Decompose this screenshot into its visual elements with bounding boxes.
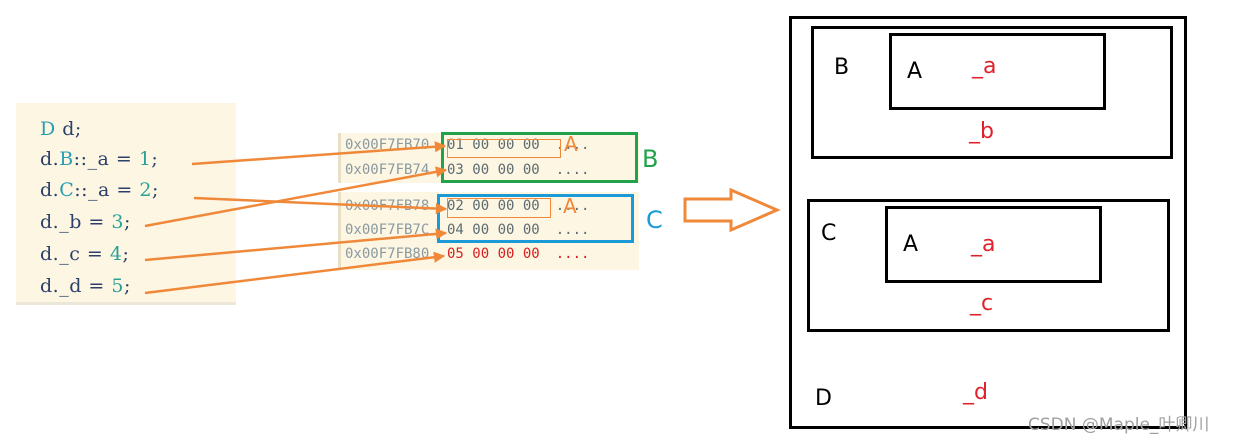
code-token-num: 4 <box>109 243 123 265</box>
code-token-mid: ::_a = <box>74 179 140 201</box>
memory-panel-top <box>338 133 639 183</box>
arrow-d-to-mem <box>144 251 446 295</box>
big-right-arrow-icon <box>683 187 781 233</box>
code-line: d._c = 4; <box>40 243 129 265</box>
group-c-label: C <box>646 206 663 234</box>
code-token-suffix: ; <box>122 243 130 265</box>
code-token-mid: ::_a = <box>73 148 139 170</box>
code-token-mid: _b = <box>59 211 112 233</box>
memory-chars: .... <box>555 246 590 262</box>
box-b-label: B <box>834 55 850 80</box>
memory-chars: .... <box>555 198 590 214</box>
box-d-label: D <box>815 386 832 411</box>
memory-chars: .... <box>555 162 590 178</box>
box-c-label: C <box>821 221 837 246</box>
memory-row: 0x00F7FB7C 04 00 00 00.... <box>345 222 589 238</box>
code-line: d.B::_a = 1; <box>40 148 158 170</box>
code-line: d._b = 3; <box>40 211 131 233</box>
memory-chars: .... <box>555 137 590 153</box>
group-c-box <box>437 194 634 243</box>
memory-address: 0x00F7FB80 <box>345 246 430 262</box>
subobject-b-box <box>811 26 1173 159</box>
subobject-c-box <box>807 199 1170 332</box>
memory-bytes: 03 00 00 00 <box>447 162 540 178</box>
memory-panel-bottom <box>338 192 639 270</box>
code-token-num: 3 <box>111 211 124 233</box>
code-token-prefix: d. <box>40 275 60 297</box>
arrow-b-a-to-mem <box>191 141 447 166</box>
subobject-a-in-b-label: A <box>564 132 578 156</box>
subobject-a-in-b-box <box>447 139 561 158</box>
memory-row: 0x00F7FB74 03 00 00 00.... <box>345 162 589 178</box>
box-b-member: _b <box>969 119 994 144</box>
code-token-suffix: ; <box>123 275 131 297</box>
code-token-kw: D <box>40 118 56 140</box>
code-token-prefix: d. <box>40 179 60 201</box>
box-b-a-member: _a <box>972 54 997 79</box>
memory-bytes: 04 00 00 00 <box>447 222 540 238</box>
box-c-member: _c <box>970 291 994 316</box>
memory-bytes: 05 00 00 00 <box>447 246 540 262</box>
code-token-prefix: d. <box>40 148 60 170</box>
code-token-mid: _c = <box>59 243 110 265</box>
code-token-suffix: ; <box>123 211 131 233</box>
box-b-a-label: A <box>907 59 923 84</box>
box-c-a-member: _a <box>971 232 996 257</box>
code-token-kw: B <box>59 148 74 170</box>
arrow-c-a-to-mem <box>193 196 448 215</box>
subobject-c-a-box <box>885 206 1102 283</box>
code-line: d.C::_a = 2; <box>40 179 159 201</box>
code-token-mid: _d = <box>59 275 112 297</box>
code-token-prefix: d. <box>40 211 60 233</box>
code-token-mid: d; <box>55 118 82 140</box>
code-line: D d; <box>40 118 82 140</box>
code-token-num: 5 <box>111 275 124 297</box>
arrow-b-to-mem <box>144 166 448 228</box>
subobject-a-in-c-box <box>447 198 551 218</box>
code-panel <box>16 103 236 305</box>
memory-row: 0x00F7FB80 05 00 00 00.... <box>345 246 589 262</box>
code-token-kw: C <box>59 179 75 201</box>
code-token-prefix: d. <box>40 243 60 265</box>
group-b-label: B <box>642 145 659 173</box>
code-line: d._d = 5; <box>40 275 131 297</box>
memory-address: 0x00F7FB7C <box>345 222 430 238</box>
memory-address: 0x00F7FB74 <box>345 162 430 178</box>
subobject-a-in-c-label: A <box>563 194 577 218</box>
code-token-num: 2 <box>139 179 152 201</box>
code-token-num: 1 <box>138 148 152 170</box>
object-d-box <box>789 16 1187 429</box>
memory-chars: .... <box>555 222 590 238</box>
box-d-member: _d <box>963 380 988 405</box>
memory-bytes: 01 00 00 00 <box>447 137 540 153</box>
arrow-c-to-mem <box>144 228 448 262</box>
subobject-b-a-box <box>889 33 1106 110</box>
code-token-suffix: ; <box>151 148 159 170</box>
watermark: CSDN @Maple_叶卿川 <box>1028 415 1210 435</box>
memory-bytes: 02 00 00 00 <box>447 198 540 214</box>
group-b-box <box>441 132 638 183</box>
code-token-suffix: ; <box>151 179 159 201</box>
box-c-a-label: A <box>903 232 919 257</box>
